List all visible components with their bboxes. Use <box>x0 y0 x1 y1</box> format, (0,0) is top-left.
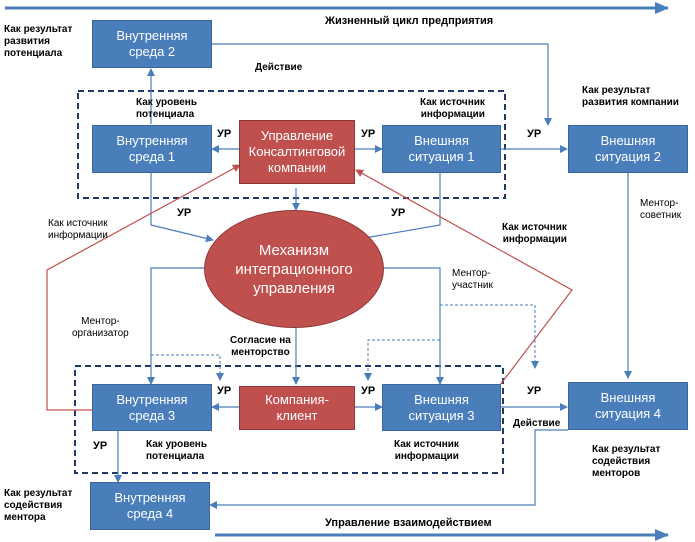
label-mentor-participant: Ментор- участник <box>452 268 493 291</box>
lifecycle-label: Жизненный цикл предприятия <box>325 15 494 27</box>
inner-env-3-box: Внутренняя среда 3 <box>92 384 212 431</box>
ur-label: УР <box>527 128 542 140</box>
arrow-outer1-mechanism <box>352 173 441 243</box>
outer-situation-1-box: Внешняя ситуация 1 <box>382 125 501 173</box>
inner-env-2-box: Внутренняя среда 2 <box>92 20 212 68</box>
mentor-organizer-dash <box>151 354 224 381</box>
label-consent: Согласие на менторство <box>230 335 291 358</box>
arrow-inner2-outer2 <box>212 43 552 126</box>
label-info-source-bottom: Как источник информации <box>394 439 459 462</box>
bottom-group-frame <box>74 365 504 474</box>
ur-label: УР <box>361 128 376 140</box>
label-mentor-adviser: Ментор- советник <box>640 198 682 221</box>
top-group-frame <box>77 90 506 199</box>
red-inner3-consulting <box>46 164 241 411</box>
interaction-label: Управление взаимодействием <box>325 517 492 529</box>
outer-situation-3-box: Внешняя ситуация 3 <box>382 384 501 431</box>
arrow-inner1-mechanism <box>150 173 214 243</box>
arrow-mechanism-outer3 <box>375 267 444 385</box>
label-dev-potential: Как результат развития потенциала <box>4 24 73 59</box>
label-company-dev: Как результат развития компании <box>582 85 679 108</box>
inner-env-1-box: Внутренняя среда 1 <box>92 125 212 173</box>
label-mentor-result: Как результат содействия менторов <box>592 444 661 479</box>
label-mentor-support: Как результат содействия ментора <box>4 488 73 523</box>
mentor-participant-dash2 <box>364 339 440 381</box>
ur-label: УР <box>361 385 376 397</box>
ur-label: УР <box>217 385 232 397</box>
label-info-source-right: Как источник информации <box>502 222 567 245</box>
arrow-mechanism-inner3 <box>147 267 215 385</box>
label-level-potential-top: Как уровень потенциала <box>136 97 197 120</box>
mentor-participant-dash <box>440 304 539 369</box>
inner-env-4-box: Внутренняя среда 4 <box>90 482 210 530</box>
client-company-box: Компания- клиент <box>239 386 355 430</box>
ur-label: УР <box>391 207 406 219</box>
ur-label: УР <box>93 440 108 452</box>
red-outer3-consulting <box>355 169 573 386</box>
arrow-outer4-inner4 <box>209 429 568 509</box>
consulting-mgmt-box: Управление Консалтинговой компании <box>239 120 355 184</box>
integration-mechanism-ellipse: Механизм интеграционного управления <box>204 210 384 328</box>
ur-label: УР <box>527 385 542 397</box>
label-level-potential-bottom: Как уровень потенциала <box>146 439 207 462</box>
ur-label: УР <box>217 128 232 140</box>
ur-label: УР <box>177 207 192 219</box>
outer-situation-4-box: Внешняя ситуация 4 <box>568 382 688 430</box>
label-info-source-left: Как источник информации <box>48 218 108 241</box>
label-mentor-organizer: Ментор- организатор <box>72 316 129 339</box>
label-info-source-top: Как источник информации <box>420 97 485 120</box>
label-action-bottom: Действие <box>513 418 561 429</box>
outer-situation-2-box: Внешняя ситуация 2 <box>568 125 688 173</box>
label-action-top: Действие <box>255 62 303 73</box>
